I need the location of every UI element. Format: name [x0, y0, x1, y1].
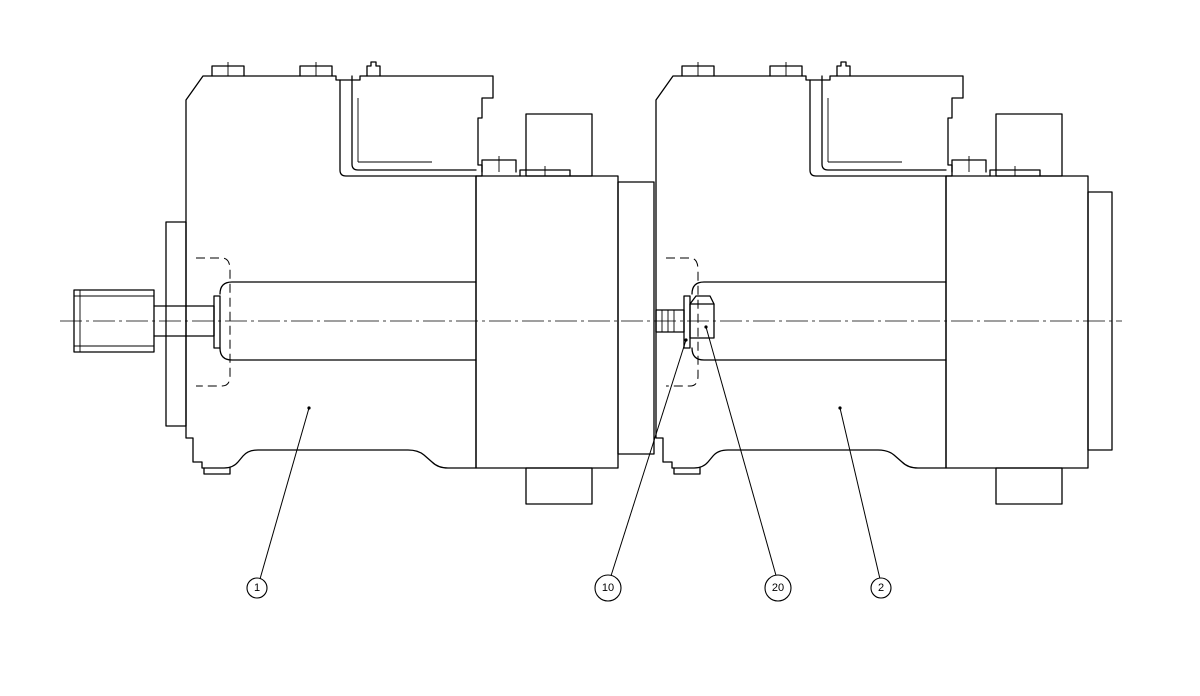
port-block-top	[525, 113, 593, 177]
rotor-shaft	[219, 281, 477, 361]
hex-bolt	[689, 303, 715, 339]
end-cover	[475, 175, 619, 469]
pump-housing-outline	[655, 75, 964, 469]
balloon-part-10: 10	[594, 574, 622, 602]
end-cover	[945, 175, 1089, 469]
port-block-bottom	[525, 467, 593, 505]
rotor-shaft	[691, 281, 947, 361]
rear-cap	[1087, 191, 1113, 451]
leader-lines	[259, 325, 881, 580]
port-block-bottom	[995, 467, 1063, 505]
coupling-housing	[617, 181, 655, 455]
balloon-part-1: 1	[246, 577, 268, 599]
hidden-bearing-outline	[196, 257, 231, 387]
balloon-label: 1	[254, 582, 260, 594]
threaded-shaft-end	[73, 289, 155, 353]
pump-unit-2	[655, 61, 1113, 505]
hidden-bearing-outline	[666, 257, 699, 387]
port-block-top	[995, 113, 1063, 177]
pump-housing-outline	[185, 75, 494, 469]
balloon-label: 2	[878, 582, 884, 594]
pump-unit-1	[73, 61, 619, 505]
mounting-flange	[165, 221, 187, 427]
balloon-part-20: 20	[764, 574, 792, 602]
balloon-part-2: 2	[870, 577, 892, 599]
balloon-label: 20	[772, 582, 784, 594]
balloon-label: 10	[602, 582, 614, 594]
